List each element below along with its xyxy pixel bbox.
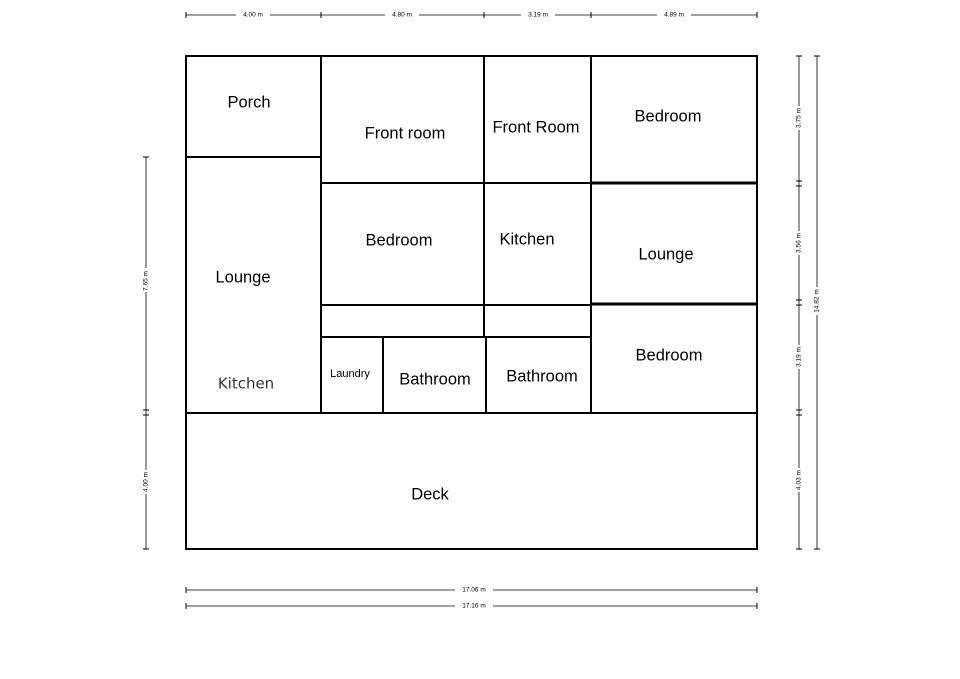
room-lounge-left: Lounge [215, 268, 270, 286]
room-labels: Porch Lounge Kitchen Front room Front Ro… [215, 93, 702, 503]
room-porch: Porch [227, 93, 270, 111]
room-lounge-right: Lounge [638, 245, 693, 263]
dim-bottom-outer: 17.16 m [462, 603, 486, 610]
room-bedroom-mid: Bedroom [366, 231, 433, 249]
room-deck: Deck [411, 485, 449, 503]
room-bedroom-bottom-right: Bedroom [636, 346, 703, 364]
room-bathroom-1: Bathroom [399, 370, 471, 388]
room-kitchen-mid: Kitchen [499, 230, 554, 248]
room-laundry: Laundry [330, 368, 370, 380]
room-kitchen-left: Kitchen [218, 375, 274, 393]
room-front-room-2: Front Room [492, 118, 579, 136]
dim-right-total: 14.82 m [814, 289, 821, 313]
room-bedroom-top-right: Bedroom [635, 107, 702, 125]
room-bathroom-2: Bathroom [506, 367, 578, 385]
dimension-top: 4.00 m 4.80 m 3.19 m 4.89 m [185, 11, 758, 19]
dimension-bottom: 17.06 m 17.16 m [185, 586, 758, 610]
dim-right-4: 4.03 m [796, 470, 803, 490]
dim-top-3: 3.19 m [528, 12, 548, 19]
dimension-left: 7.65 m 4.00 m [141, 156, 151, 550]
dim-right-2: 3.56 m [796, 233, 803, 253]
walls [185, 55, 758, 550]
dim-right-1: 3.75 m [796, 108, 803, 128]
dim-right-3: 3.19 m [796, 347, 803, 367]
dim-top-4: 4.89 m [664, 12, 684, 19]
room-front-room-1: Front room [365, 124, 446, 142]
dim-top-1: 4.00 m [243, 12, 263, 19]
dim-left-2: 4.00 m [143, 472, 150, 492]
dimension-right: 3.75 m 3.56 m 3.19 m 4.03 m 14.82 m [794, 55, 822, 550]
dim-top-2: 4.80 m [392, 12, 412, 19]
dim-left-1: 7.65 m [143, 271, 150, 291]
dim-bottom-inner: 17.06 m [462, 587, 486, 594]
